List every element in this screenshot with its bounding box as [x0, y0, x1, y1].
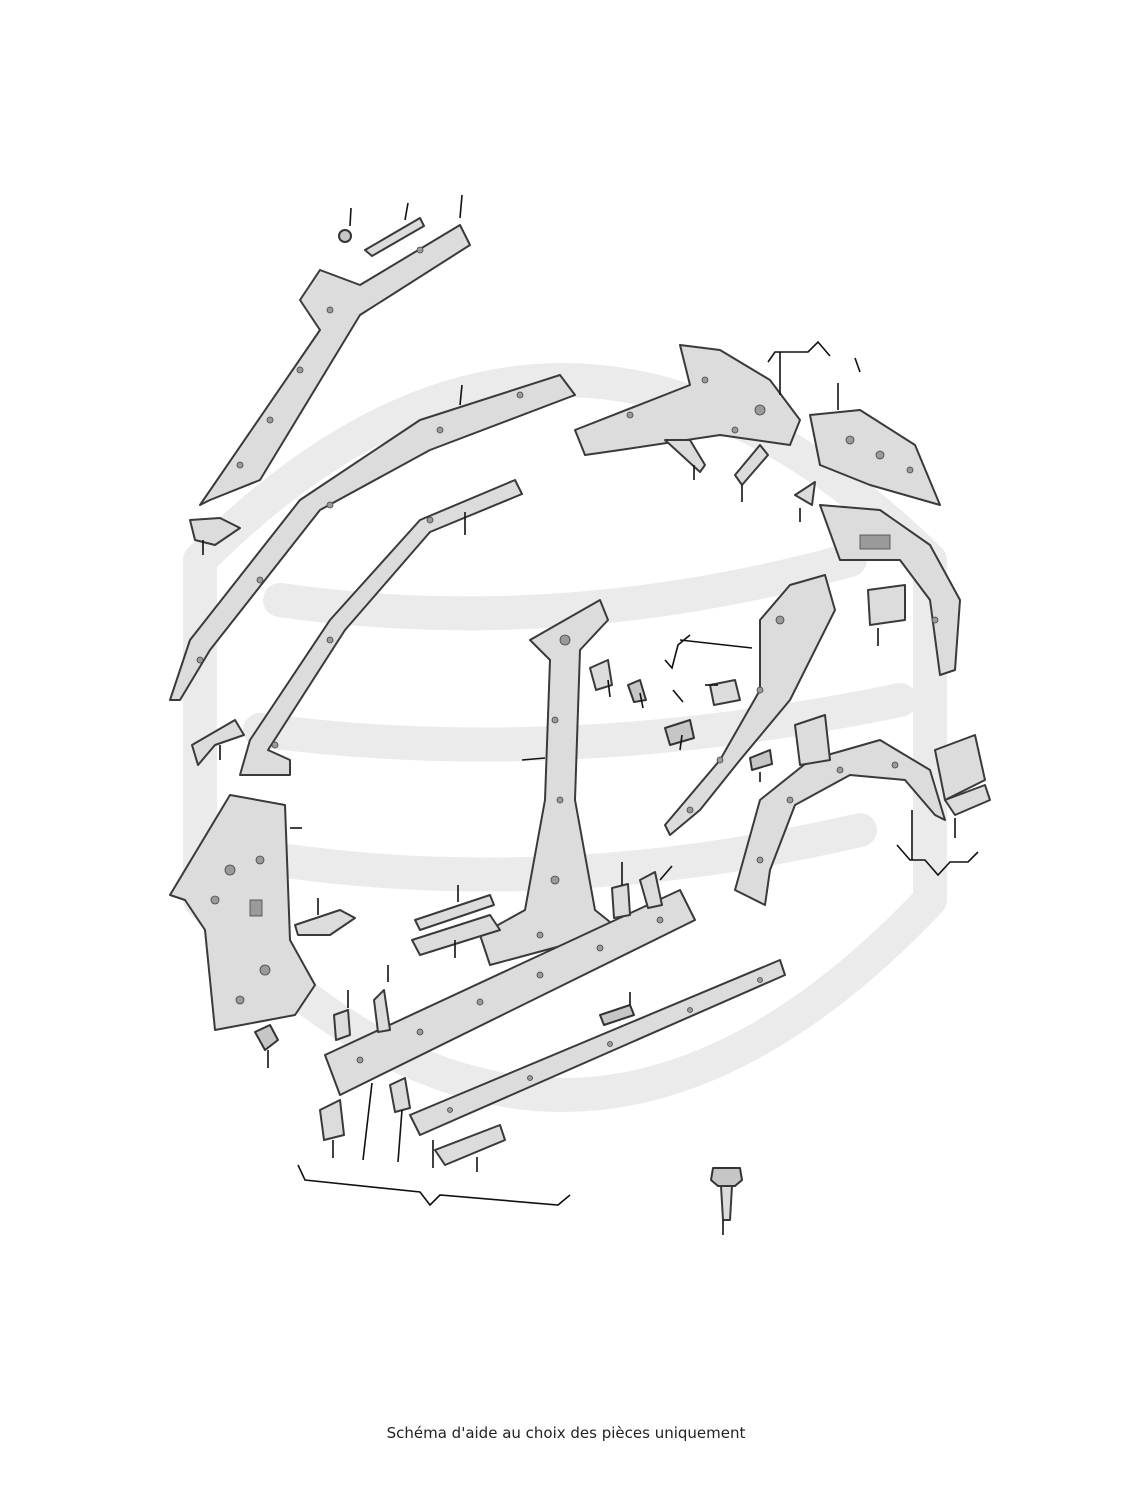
bolt-icon — [710, 1167, 743, 1221]
a-pillar-upper-part — [199, 224, 471, 506]
c-pillar-inner-part — [664, 574, 836, 836]
bracket-part — [639, 871, 663, 909]
reinforcement-part — [191, 719, 245, 766]
bracket-part — [934, 734, 986, 801]
clip-icon — [627, 679, 647, 703]
nut-icon — [338, 229, 352, 243]
bracket-part — [794, 481, 816, 506]
bracket-part — [389, 1077, 411, 1113]
clip-icon — [599, 1004, 635, 1026]
bracket-part — [373, 989, 391, 1033]
bracket-part — [709, 679, 741, 706]
a-pillar-lower-part — [169, 794, 316, 1031]
bracket-part — [611, 883, 631, 919]
bracket-part — [664, 439, 706, 473]
sill-reinforcement-part — [411, 914, 501, 956]
bracket-part — [364, 217, 425, 257]
bracket-part — [944, 784, 991, 816]
clip-icon — [254, 1024, 279, 1051]
sill-reinforcement-part — [414, 894, 495, 931]
roof-rail-inner-part — [239, 479, 523, 776]
clip-icon — [749, 749, 773, 771]
bracket-part — [734, 444, 769, 486]
diagram-caption: Schéma d'aide au choix des pièces unique… — [386, 1424, 746, 1442]
roof-side-rail-part — [169, 374, 576, 701]
clip-icon — [664, 719, 695, 746]
bracket-part — [794, 714, 831, 766]
leader-lines — [202, 194, 979, 1235]
rear-panel-part — [809, 409, 941, 506]
rear-quarter-upper-part — [574, 344, 801, 456]
gusset-part — [189, 517, 241, 546]
bracket-part — [589, 659, 613, 691]
bracket-part — [294, 909, 356, 936]
wheelhouse-outer-part — [819, 504, 961, 676]
side-sill-inner-part — [409, 959, 786, 1136]
bracket-part — [867, 584, 906, 626]
b-pillar-part — [479, 599, 621, 966]
bracket-part — [333, 1009, 351, 1041]
side-sill-outer-part — [324, 889, 696, 1096]
bracket-part — [319, 1099, 345, 1141]
end-cap-part — [434, 1124, 506, 1166]
